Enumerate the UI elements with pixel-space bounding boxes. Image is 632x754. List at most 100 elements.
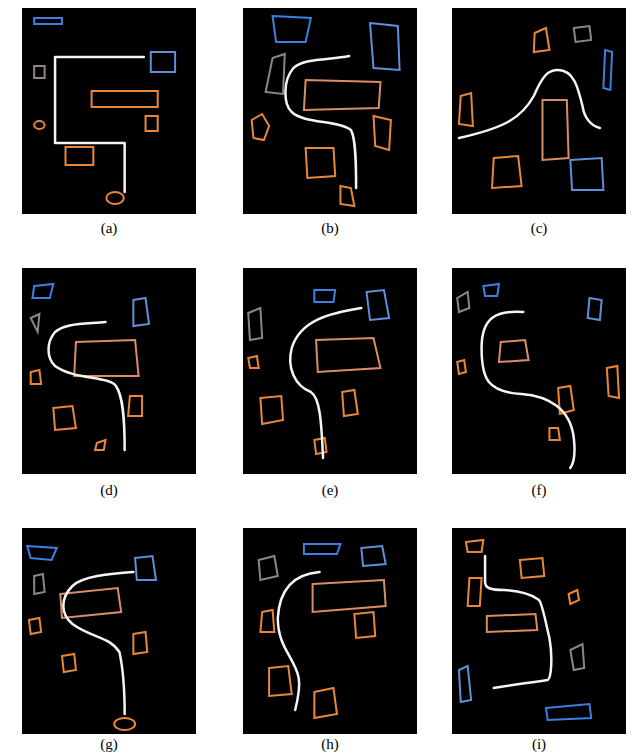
blue-outline: [32, 284, 53, 298]
orange-outline: [92, 91, 158, 107]
orange-outline: [314, 688, 337, 718]
orange-outline: [146, 116, 158, 131]
orange-outline: [542, 100, 568, 160]
orange-outline: [252, 114, 269, 140]
orange-outline: [128, 396, 142, 416]
orange-outline: [569, 590, 579, 604]
blue-outline: [370, 23, 400, 70]
blue-outline: [34, 18, 62, 24]
panel-ground: [452, 528, 626, 734]
orange-outline: [313, 580, 386, 612]
panel-ground: [22, 8, 196, 214]
panel-ground: [22, 268, 196, 474]
orange-outline: [269, 666, 292, 696]
gray-outline: [570, 644, 584, 670]
orange-outline: [499, 340, 529, 362]
white-path: [482, 312, 575, 468]
blue-outline: [367, 290, 390, 320]
gray-outline: [34, 66, 44, 78]
white-path: [63, 572, 133, 714]
gray-outline: [248, 308, 262, 340]
blue-outline: [483, 284, 499, 296]
white-path: [459, 70, 600, 138]
orange-outline: [304, 80, 381, 110]
orange-outline: [34, 121, 44, 129]
orange-outline: [314, 438, 326, 454]
blue-outline: [459, 666, 471, 702]
orange-outline: [29, 618, 41, 634]
panel-ground: [243, 528, 417, 734]
orange-outline: [106, 192, 123, 204]
orange-outline: [260, 610, 274, 632]
blue-outline: [603, 50, 612, 90]
orange-outline: [459, 93, 473, 126]
orange-outline: [468, 578, 482, 606]
panel-d: [22, 268, 196, 474]
panel-ground: [452, 8, 626, 214]
white-path: [485, 556, 551, 688]
blue-outline: [133, 298, 149, 326]
blue-outline: [314, 290, 335, 302]
gray-outline: [574, 26, 591, 42]
white-path: [285, 56, 356, 188]
gray-outline: [34, 574, 44, 594]
blue-outline: [135, 556, 156, 580]
panel-ground: [22, 528, 196, 734]
panel-f: [452, 268, 626, 474]
orange-outline: [607, 366, 619, 398]
white-path: [278, 572, 320, 710]
orange-outline: [62, 654, 76, 672]
panel-i: [452, 528, 626, 734]
orange-outline: [342, 390, 358, 416]
panel-b: [243, 8, 417, 214]
orange-outline: [31, 370, 41, 384]
panel-g: [22, 528, 196, 734]
blue-outline: [151, 52, 175, 72]
gray-outline: [31, 314, 40, 332]
orange-outline: [53, 406, 76, 430]
gray-outline: [266, 54, 285, 94]
panel-label: (d): [100, 482, 118, 498]
orange-outline: [457, 360, 466, 374]
orange-outline: [260, 396, 283, 424]
orange-outline: [114, 718, 135, 730]
panel-label: (i): [532, 736, 546, 752]
orange-outline: [340, 186, 354, 206]
panel-c: [452, 8, 626, 214]
orange-outline: [374, 116, 391, 150]
blue-outline: [27, 546, 57, 560]
orange-outline: [133, 632, 147, 654]
white-path: [290, 308, 361, 458]
gray-outline: [259, 556, 278, 580]
panel-label: (e): [322, 482, 339, 498]
blue-outline: [273, 16, 311, 42]
panel-label: (f): [532, 482, 547, 498]
orange-outline: [95, 440, 105, 450]
blue-outline: [304, 544, 341, 554]
gray-outline: [457, 292, 469, 312]
panel-a: [22, 8, 196, 214]
orange-outline: [520, 558, 544, 578]
orange-outline: [248, 356, 258, 368]
orange-outline: [466, 540, 483, 552]
white-path: [49, 322, 125, 450]
white-path: [55, 57, 144, 192]
orange-outline: [549, 428, 559, 440]
orange-outline: [487, 614, 537, 632]
panel-e: [243, 268, 417, 474]
orange-outline: [316, 338, 380, 372]
orange-outline: [66, 147, 94, 165]
blue-outline: [546, 704, 591, 720]
panel-ground: [452, 268, 626, 474]
orange-outline: [492, 156, 522, 188]
panel-label: (g): [100, 736, 118, 752]
blue-outline: [361, 546, 385, 566]
panel-h: [243, 528, 417, 734]
blue-outline: [570, 158, 603, 190]
blue-outline: [588, 298, 602, 320]
orange-outline: [534, 28, 550, 52]
orange-outline: [60, 588, 121, 618]
panel-ground: [243, 8, 417, 214]
